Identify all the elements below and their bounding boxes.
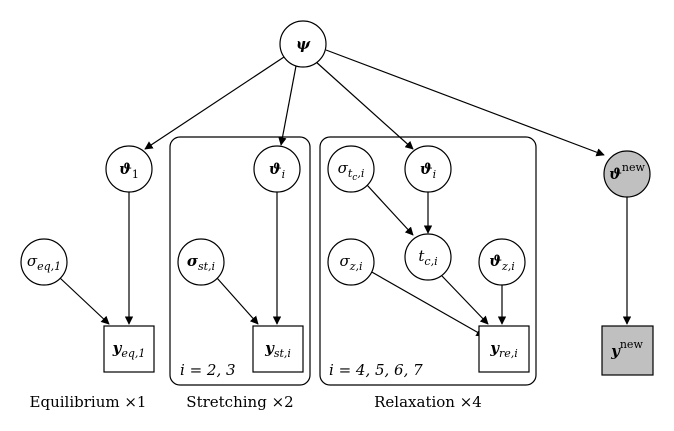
theta-re-symbol: ϑ	[420, 160, 433, 178]
y-eq-symbol: y	[112, 339, 123, 357]
caption-stretching: Stretching ×2	[186, 393, 293, 411]
svg-text:ϑi: ϑi	[420, 160, 436, 181]
svg-text:ϑ1: ϑ1	[119, 160, 139, 181]
node-y-eq: yeq,1	[103, 325, 155, 373]
edge-psi-theta-new	[325, 49, 605, 157]
stretching-plate	[169, 136, 311, 386]
t-c-symbol: t	[418, 247, 425, 265]
edge-sigma-st-y-st	[216, 277, 259, 325]
sigma-tc-subscript: t	[348, 167, 353, 180]
svg-text:ϑnew: ϑnew	[609, 161, 645, 183]
svg-text:ynew: ynew	[610, 338, 643, 360]
edge-psi-theta-eq	[144, 56, 285, 150]
svg-text:σtc,i: σtc,i	[338, 159, 365, 183]
svg-text:σz,i: σz,i	[339, 252, 362, 273]
node-sigma-z: σz,i	[327, 238, 375, 286]
y-eq-subscript: eq,1	[121, 347, 145, 360]
caption-relaxation: Relaxation ×4	[374, 393, 482, 411]
y-new-superscript: new	[620, 338, 644, 351]
edges	[59, 49, 632, 337]
svg-text:yre,i: yre,i	[489, 339, 518, 360]
node-t-c: tc,i	[404, 233, 452, 281]
node-psi: ψ	[279, 20, 327, 68]
theta-re-subscript: i	[433, 168, 437, 181]
node-sigma-tc: σtc,i	[327, 145, 375, 193]
theta-eq-subscript: 1	[132, 168, 139, 181]
node-sigma-eq: σeq,1	[20, 238, 68, 286]
svg-text:σst,i: σst,i	[187, 252, 215, 273]
svg-text:yst,i: yst,i	[264, 339, 291, 360]
y-re-subscript: re,i	[499, 347, 518, 360]
psi-label: ψ	[296, 35, 311, 53]
theta-new-superscript: new	[622, 161, 646, 174]
sigma-eq-symbol: σ	[27, 252, 38, 270]
caption-equilibrium: Equilibrium ×1	[30, 393, 147, 411]
svg-text:yeq,1: yeq,1	[112, 339, 146, 360]
sigma-eq-subscript: eq,1	[37, 260, 61, 273]
edge-psi-theta-st	[278, 65, 297, 146]
theta-new-symbol: ϑ	[609, 165, 622, 183]
svg-text:tc,i: tc,i	[418, 247, 437, 268]
theta-z-symbol: ϑ	[489, 252, 502, 270]
svg-text:σeq,1: σeq,1	[27, 252, 61, 273]
svg-text:ϑz,i: ϑz,i	[489, 252, 515, 273]
sigma-z-symbol: σ	[339, 252, 350, 270]
node-theta-new: ϑnew	[603, 150, 651, 198]
node-theta-eq: ϑ1	[105, 145, 153, 193]
svg-text:ϑi: ϑi	[269, 160, 285, 181]
sigma-tc-subtail: ,i	[357, 167, 364, 180]
t-c-subscript: c,i	[424, 255, 437, 268]
theta-st-symbol: ϑ	[269, 160, 282, 178]
node-y-new: ynew	[601, 325, 654, 376]
node-theta-z: ϑz,i	[478, 238, 526, 286]
node-theta-re: ϑi	[404, 145, 452, 193]
sigma-z-subscript: z,i	[349, 260, 363, 273]
y-st-symbol: y	[264, 339, 275, 357]
edge-sigma-eq-y-eq	[59, 277, 110, 325]
node-y-re: yre,i	[478, 325, 530, 373]
relaxation-plate	[319, 136, 537, 386]
sigma-tc-symbol: σ	[338, 159, 349, 177]
node-theta-st: ϑi	[253, 145, 301, 193]
stretching-index-label: i = 2, 3	[180, 361, 236, 379]
edge-psi-theta-re	[314, 60, 414, 150]
y-re-symbol: y	[489, 339, 500, 357]
edge-sigma-z-y-re	[369, 270, 485, 337]
edge-t-c-y-re	[441, 275, 489, 325]
sigma-st-symbol: σ	[187, 252, 199, 270]
y-st-subscript: st,i	[274, 347, 291, 360]
node-sigma-st: σst,i	[177, 238, 225, 286]
theta-st-subscript: i	[282, 168, 286, 181]
relaxation-index-label: i = 4, 5, 6, 7	[329, 361, 423, 379]
theta-eq-symbol: ϑ	[119, 160, 132, 178]
y-new-symbol: y	[610, 342, 621, 360]
edge-sigma-tc-t-c	[366, 184, 414, 236]
sigma-st-subscript: st,i	[198, 260, 215, 273]
node-y-st: yst,i	[252, 325, 304, 373]
theta-z-subscript: z,i	[501, 260, 515, 273]
sigma-tc-subsub: c	[352, 173, 357, 183]
